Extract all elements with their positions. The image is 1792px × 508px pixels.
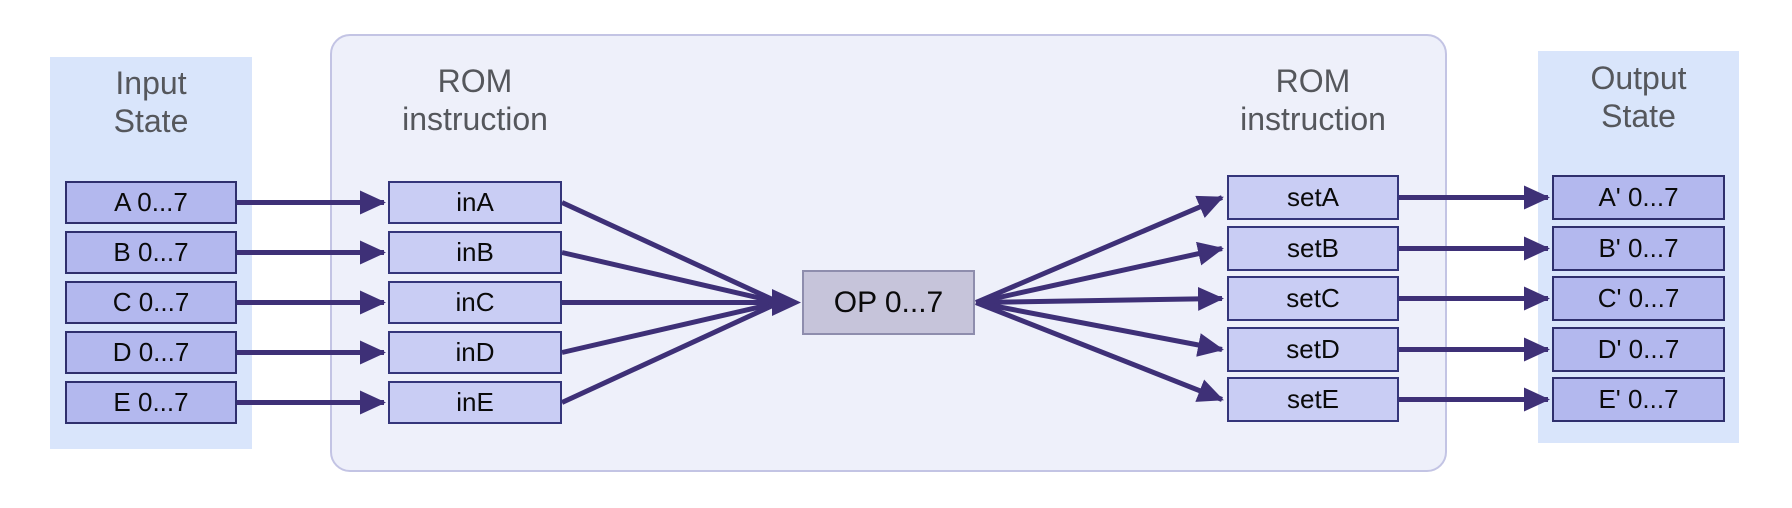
- rom-left-title: ROM instruction: [330, 62, 620, 138]
- input-state-title-line1: Input: [115, 65, 187, 101]
- output-state-title-line1: Output: [1590, 60, 1687, 96]
- input-state-title: Input State: [50, 64, 252, 140]
- rom-in-box-inb: inB: [388, 231, 562, 274]
- output-state-box-a: A' 0...7: [1552, 175, 1725, 220]
- rom-right-title-line1: ROM: [1275, 63, 1351, 99]
- input-state-box-c: C 0...7: [65, 281, 237, 324]
- op-box: OP 0...7: [802, 270, 975, 335]
- rom-right-title-line2: instruction: [1240, 101, 1386, 137]
- rom-right-title: ROM instruction: [1168, 62, 1458, 138]
- output-state-box-b: B' 0...7: [1552, 226, 1725, 271]
- rom-in-box-ine: inE: [388, 381, 562, 424]
- rom-set-box-setd: setD: [1227, 327, 1399, 372]
- input-state-box-a: A 0...7: [65, 181, 237, 224]
- output-state-box-e: E' 0...7: [1552, 377, 1725, 422]
- rom-in-box-ind: inD: [388, 331, 562, 374]
- input-state-title-line2: State: [113, 103, 189, 139]
- output-state-title-line2: State: [1601, 98, 1676, 134]
- input-state-box-d: D 0...7: [65, 331, 237, 374]
- rom-set-box-sete: setE: [1227, 377, 1399, 422]
- input-state-box-e: E 0...7: [65, 381, 237, 424]
- output-state-box-c: C' 0...7: [1552, 276, 1725, 321]
- rom-in-box-ina: inA: [388, 181, 562, 224]
- input-state-box-b: B 0...7: [65, 231, 237, 274]
- rom-in-box-inc: inC: [388, 281, 562, 324]
- rom-left-title-line1: ROM: [437, 63, 513, 99]
- rom-set-box-setb: setB: [1227, 226, 1399, 271]
- rom-set-box-setc: setC: [1227, 276, 1399, 321]
- output-state-box-d: D' 0...7: [1552, 327, 1725, 372]
- output-state-title: Output State: [1538, 59, 1739, 135]
- rom-left-title-line2: instruction: [402, 101, 548, 137]
- rom-set-box-seta: setA: [1227, 175, 1399, 220]
